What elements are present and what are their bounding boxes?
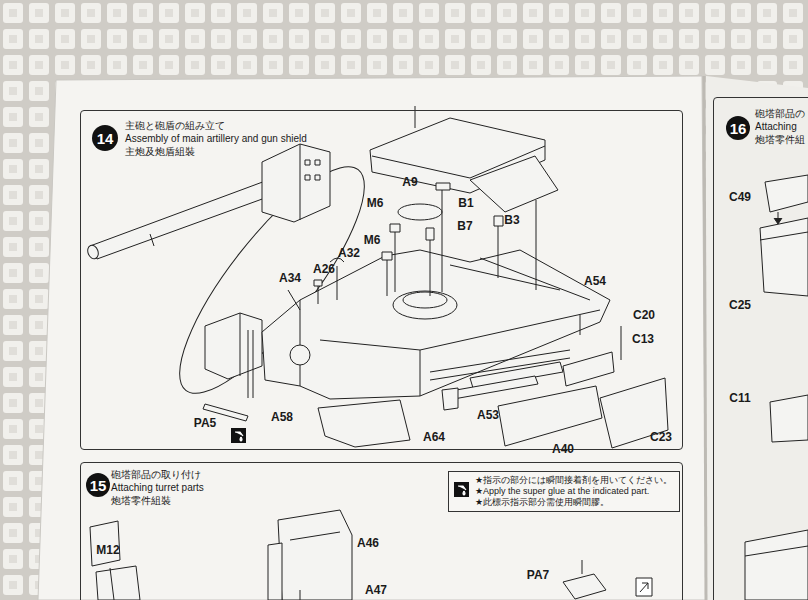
- part-number: B1: [458, 197, 473, 210]
- part-number: A58: [271, 411, 293, 424]
- glue-note: ★指示の部分には瞬間接着剤を用いてください。★Apply the super g…: [448, 471, 680, 512]
- part-number: C13: [632, 333, 654, 346]
- part-number: A54: [584, 275, 606, 288]
- step-title: 主砲と砲盾の組み立てAssembly of main artillery and…: [125, 119, 307, 158]
- title-line: Attaching: [755, 120, 805, 133]
- part-number: M6: [364, 234, 381, 247]
- part-number: A9: [402, 176, 417, 189]
- note-line: ★指示の部分には瞬間接着剤を用いてください。: [475, 475, 673, 486]
- part-number: B3: [504, 214, 519, 227]
- part-number: PA5: [194, 417, 216, 430]
- part-number: PA7: [527, 569, 549, 582]
- part-number: C49: [729, 191, 751, 204]
- part-number: A53: [477, 409, 499, 422]
- step-number-text: 14: [97, 130, 114, 147]
- step-number-text: 16: [730, 120, 747, 137]
- title-line: 主炮及炮盾組裝: [125, 145, 307, 158]
- step-panel: 砲塔部品の取り付けAttaching turret parts炮塔零件組裝15★…: [80, 462, 683, 600]
- title-line: 砲塔部品の: [755, 107, 805, 120]
- part-number: C11: [729, 392, 750, 405]
- part-number: A34: [279, 272, 301, 285]
- step-number-text: 15: [90, 477, 107, 494]
- step-panel: 砲塔部品のAttaching炮塔零件組 16: [713, 97, 808, 600]
- part-number: B7: [457, 220, 472, 233]
- part-number: A40: [552, 443, 574, 456]
- title-line: 砲塔部品の取り付け: [111, 468, 204, 481]
- step-title: 砲塔部品の取り付けAttaching turret parts炮塔零件組裝: [111, 468, 204, 507]
- title-line: 炮塔零件組裝: [111, 494, 204, 507]
- title-line: Assembly of main artillery and gun shiel…: [125, 132, 307, 145]
- part-number: C25: [729, 299, 751, 312]
- part-number: C23: [650, 431, 672, 444]
- title-line: 炮塔零件組: [755, 133, 805, 146]
- part-number: A26: [313, 263, 335, 276]
- step-number: 16: [726, 116, 750, 140]
- part-number: A64: [423, 431, 445, 444]
- title-line: Attaching turret parts: [111, 481, 204, 494]
- title-line: 主砲と砲盾の組み立て: [125, 119, 307, 132]
- part-number: C20: [633, 309, 655, 322]
- part-number: M12: [96, 544, 119, 557]
- step-title: 砲塔部品のAttaching炮塔零件組: [755, 107, 805, 146]
- step-number: 14: [92, 125, 118, 151]
- part-number: A46: [357, 537, 379, 550]
- glue-icon: [454, 482, 469, 497]
- part-number: A32: [338, 247, 360, 260]
- note-line: ★此標示指示部分需使用瞬間膠。: [475, 497, 673, 508]
- part-number: M6: [367, 197, 384, 210]
- step-number: 15: [86, 473, 110, 497]
- note-line: ★Apply the super glue at the indicated p…: [475, 486, 673, 497]
- part-number: A47: [365, 584, 387, 597]
